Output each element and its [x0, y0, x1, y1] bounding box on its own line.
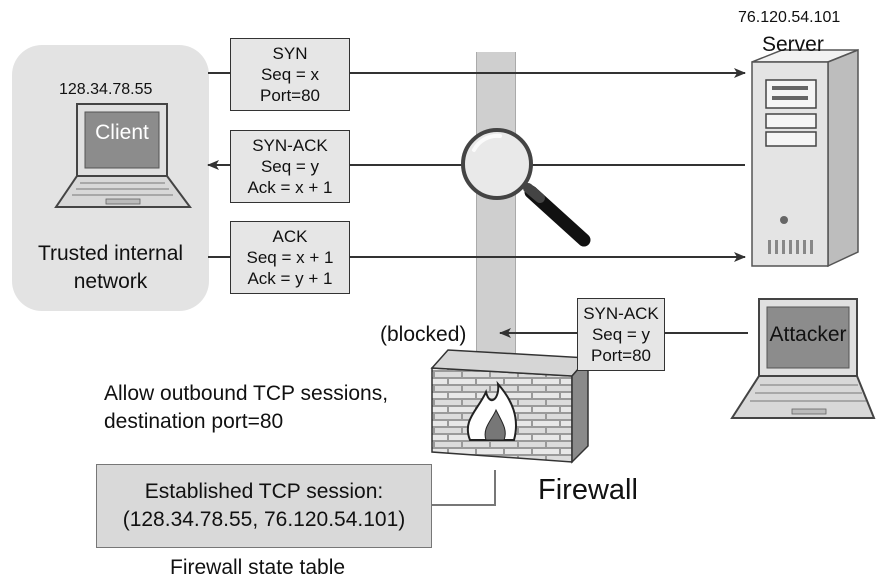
firewall-rule-line2: destination port=80 [104, 410, 284, 433]
syn-message-port: Port=80 [259, 86, 320, 105]
syn-ack-message-title: SYN-ACK [252, 136, 328, 155]
firewall-rule-line1: Allow outbound TCP sessions, [104, 382, 389, 405]
attacker-screen-label: Attacker [769, 323, 847, 346]
state-table-entry-line1: Established TCP session: [144, 480, 384, 503]
firewall-pillar [476, 52, 516, 370]
attacker-laptop-icon [730, 298, 876, 419]
client-laptop-icon [54, 103, 192, 208]
attacker-syn-ack-title: SYN-ACK [583, 304, 659, 323]
ack-message-title: ACK [272, 227, 308, 246]
trusted-network-label-line1: Trusted internal [37, 242, 184, 265]
firewall-wall-icon [430, 349, 590, 464]
state-table-caption: Firewall state table [170, 556, 346, 579]
syn-message-box: SYN Seq = x Port=80 [230, 38, 350, 111]
syn-message-title: SYN [272, 44, 308, 63]
state-table-connector [432, 470, 496, 506]
server-ip-label: 76.120.54.101 [738, 9, 841, 26]
server-tower-icon [751, 48, 859, 268]
blocked-label: (blocked) [380, 323, 467, 346]
firewall-label: Firewall [538, 474, 638, 506]
ack-message-ack: Ack = y + 1 [247, 269, 333, 288]
ack-message-box: ACK Seq = x + 1 Ack = y + 1 [230, 221, 350, 294]
syn-ack-message-seq: Seq = y [260, 157, 320, 176]
firewall-state-table: Established TCP session: (128.34.78.55, … [96, 464, 432, 548]
ack-message-seq: Seq = x + 1 [246, 248, 334, 267]
syn-ack-message-box: SYN-ACK Seq = y Ack = x + 1 [230, 130, 350, 203]
attacker-syn-ack-seq: Seq = y [591, 325, 651, 344]
state-table-entry-line2: (128.34.78.55, 76.120.54.101) [122, 508, 406, 531]
client-screen-label: Client [95, 121, 149, 144]
syn-message-seq: Seq = x [260, 65, 320, 84]
trusted-network-label-line2: network [73, 270, 148, 293]
magnifier-icon [461, 128, 591, 247]
client-ip-label: 128.34.78.55 [59, 81, 153, 98]
attacker-syn-ack-port: Port=80 [590, 346, 651, 365]
server-label: Server [762, 33, 824, 56]
attacker-syn-ack-message-box: SYN-ACK Seq = y Port=80 [577, 298, 665, 371]
syn-ack-message-ack: Ack = x + 1 [247, 178, 333, 197]
